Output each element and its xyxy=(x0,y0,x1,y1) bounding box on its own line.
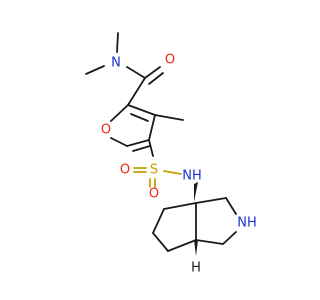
atom-sulfonyl-o-left: O xyxy=(120,163,130,178)
bond-cyclopentane-3 xyxy=(152,232,169,252)
atom-sulfonyl-o-bottom: O xyxy=(149,187,159,202)
bond-right-bottom-bridgehead xyxy=(195,239,224,245)
bond-s-nh xyxy=(163,170,182,175)
bond-furan-c3-c2 xyxy=(127,104,156,116)
bond-methyl1-n xyxy=(116,32,119,53)
atom-sulfonamide-nh: NH xyxy=(182,169,202,184)
molecule-structure: N O O S O O NH NH H xyxy=(85,32,257,276)
bond-furan-c3-c2-double xyxy=(130,113,149,122)
bond-cyclopentane-4 xyxy=(167,239,197,252)
bond-furan-c2-o xyxy=(110,104,129,122)
bond-carbonyl-ring xyxy=(127,77,146,106)
wedge-bond-nh-c xyxy=(194,182,198,202)
bond-furan-c5-c4 xyxy=(126,139,150,147)
bond-carbonyl-o-1 xyxy=(144,66,161,79)
bond-c4-s xyxy=(148,139,154,157)
bond-furan-c4-c3 xyxy=(148,114,156,141)
bond-carbonyl-o-2 xyxy=(148,72,164,85)
atom-amide-o: O xyxy=(165,53,175,68)
bond-furan-c4-c5-double xyxy=(132,145,151,152)
bond-c3-methyl xyxy=(154,114,184,121)
bond-bridgehead-top-right xyxy=(195,197,227,204)
bond-nh-right-bottom xyxy=(222,231,237,245)
atom-pyrrolidine-nh: NH xyxy=(237,216,257,231)
atom-stereo-h: H xyxy=(191,261,201,276)
atom-sulfur: S xyxy=(150,163,158,178)
bond-cyclopentane-1 xyxy=(163,202,197,210)
wedge-bond-h xyxy=(194,240,198,256)
atom-ring-o: O xyxy=(101,123,111,138)
bond-methyl2-n xyxy=(85,65,105,75)
bond-cyclopentane-2 xyxy=(152,208,165,234)
bond-n-carbonyl xyxy=(126,66,146,79)
bond-furan-o-c5 xyxy=(110,137,128,147)
atom-amide-n: N xyxy=(111,56,121,71)
bond-right-top-nh xyxy=(225,197,237,215)
